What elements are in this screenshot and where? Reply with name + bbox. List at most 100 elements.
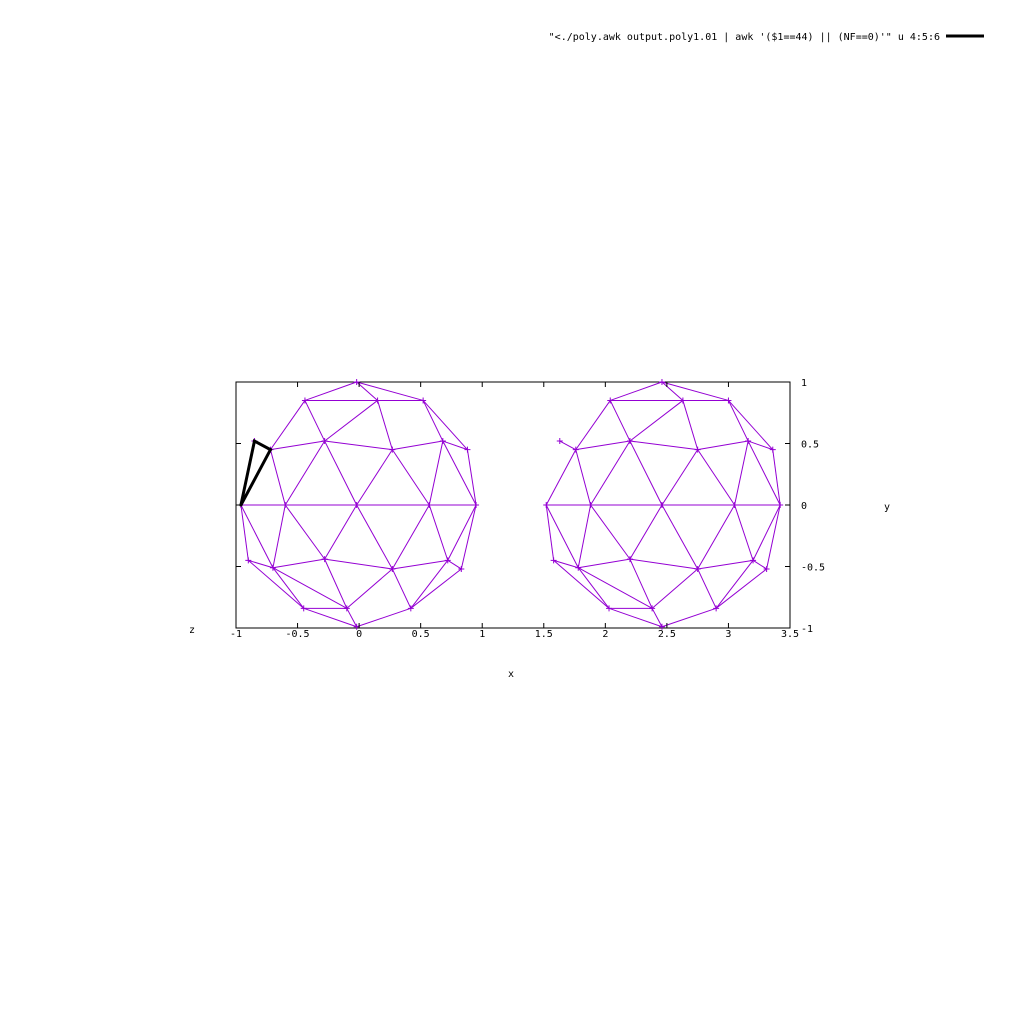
right-sphere-edge-30 — [629, 400, 684, 442]
y-tick-label-3: 0.5 — [801, 440, 819, 451]
right-sphere-edge-45 — [651, 608, 663, 628]
right-sphere-edge-19 — [577, 504, 592, 568]
left-sphere-vertex-22 — [464, 446, 471, 453]
x-tick-label-4: 1 — [479, 629, 485, 640]
right-sphere-vertex-1 — [550, 557, 557, 564]
right-sphere-vertex-19 — [731, 502, 738, 508]
right-sphere-vertex-8 — [626, 556, 633, 563]
right-sphere-edge-1 — [553, 559, 610, 609]
left-sphere-edge-50 — [391, 568, 412, 609]
left-sphere-edge-43 — [272, 567, 348, 609]
left-sphere-edge-26 — [284, 440, 326, 506]
right-sphere-edge-26 — [575, 440, 631, 451]
right-sphere-edge-2 — [608, 607, 663, 628]
x-tick-label-2: 0 — [356, 629, 362, 640]
right-sphere-vertex-20 — [745, 438, 752, 445]
right-sphere-vertex-24 — [777, 502, 784, 508]
left-sphere-edge-37 — [391, 449, 430, 506]
right-sphere-vertex-7 — [626, 438, 633, 445]
x-tick-label-5: 1.5 — [535, 629, 553, 640]
left-sphere-edge-31 — [324, 400, 378, 442]
right-sphere-edge-39 — [747, 440, 773, 451]
left-sphere-vertex-19 — [426, 502, 433, 508]
x-axis-label: x — [508, 669, 514, 680]
right-sphere-edge-23 — [590, 504, 631, 560]
right-sphere-edge-33 — [682, 400, 699, 450]
y-tick-label-4: 1 — [801, 378, 807, 389]
right-sphere-edge-18 — [545, 504, 579, 568]
right-sphere-edge-17 — [575, 449, 592, 506]
left-sphere-vertex-18 — [420, 397, 427, 404]
right-sphere-edge-40 — [734, 440, 749, 506]
left-sphere-vertex-7 — [321, 438, 328, 445]
right-sphere-vertex-10 — [649, 605, 656, 612]
left-sphere-edge-51 — [391, 504, 430, 570]
y-tick-label-1: -0.5 — [801, 563, 825, 574]
left-sphere-edge-27 — [270, 440, 325, 451]
left-sphere-vertex-17 — [407, 605, 414, 612]
series-layer — [239, 438, 273, 507]
left-sphere-edge-35 — [324, 440, 393, 451]
left-sphere-edge-41 — [428, 440, 444, 506]
left-sphere-edge-34 — [377, 400, 393, 450]
right-sphere-edge-10 — [575, 400, 611, 450]
z-axis-label: z — [189, 625, 195, 636]
series-0-line — [239, 438, 273, 506]
right-sphere-vertex-4 — [556, 438, 563, 445]
mesh-layer — [237, 379, 784, 630]
series-0-point-2 — [268, 448, 272, 452]
left-sphere-edge-19 — [240, 504, 274, 568]
left-sphere-vertex-9 — [300, 605, 307, 612]
right-sphere-edge-21 — [577, 567, 610, 609]
left-sphere-edge-47 — [324, 558, 393, 570]
right-sphere-vertex-5 — [572, 446, 579, 453]
x-tick-label-6: 2 — [602, 629, 608, 640]
x-tick-label-8: 3 — [725, 629, 731, 640]
right-sphere-edge-54 — [752, 559, 767, 570]
left-sphere-edge-49 — [346, 568, 393, 609]
y-axis-label: y — [884, 502, 890, 513]
left-sphere-vertex-2 — [269, 564, 276, 571]
left-sphere-edge-7 — [422, 400, 468, 450]
right-sphere-vertex-14 — [679, 397, 686, 404]
x-tick-label-3: 0.5 — [412, 629, 430, 640]
left-sphere-edge-29 — [324, 440, 358, 506]
left-sphere-vertex-1 — [245, 557, 252, 564]
right-sphere-edge-28 — [629, 440, 663, 506]
right-sphere-edge-31 — [661, 381, 684, 401]
right-sphere-edge-4 — [715, 568, 767, 609]
right-sphere-edge-3 — [661, 607, 717, 628]
right-sphere-edge-42 — [578, 567, 653, 609]
x-tick-label-7: 2.5 — [658, 629, 676, 640]
left-sphere-edge-5 — [460, 504, 477, 570]
left-sphere-vertex-12 — [353, 502, 360, 508]
left-sphere-edge-3 — [356, 607, 411, 628]
left-sphere-vertex-23 — [458, 565, 465, 572]
left-sphere-vertex-10 — [343, 605, 350, 612]
right-sphere-edge-48 — [651, 568, 698, 609]
left-sphere-vertex-21 — [444, 557, 451, 564]
right-sphere-vertex-12 — [658, 502, 665, 508]
left-sphere-vertex-15 — [389, 446, 396, 453]
left-sphere-edge-38 — [392, 440, 443, 451]
right-sphere-edge-5 — [766, 504, 781, 570]
right-sphere-edge-6 — [772, 449, 781, 506]
right-sphere-edge-12 — [545, 449, 577, 506]
series-0-point-1 — [252, 439, 256, 443]
right-sphere-edge-46 — [629, 558, 698, 570]
right-sphere-vertex-21 — [750, 557, 757, 564]
right-sphere-edge-8 — [661, 381, 729, 401]
left-sphere-edge-20 — [272, 504, 286, 568]
left-sphere-edge-2 — [303, 607, 357, 628]
right-sphere-vertex-9 — [606, 605, 613, 612]
left-sphere-vertex-14 — [374, 397, 381, 404]
left-sphere-edge-18 — [269, 449, 286, 506]
right-sphere-edge-7 — [728, 400, 774, 450]
right-sphere-vertex-16 — [694, 565, 701, 572]
left-sphere-edge-24 — [284, 504, 326, 560]
right-sphere-edge-38 — [727, 400, 749, 442]
left-sphere-vertex-8 — [321, 556, 328, 563]
left-sphere-edge-22 — [272, 567, 305, 609]
x-tick-label-9: 3.5 — [781, 629, 799, 640]
